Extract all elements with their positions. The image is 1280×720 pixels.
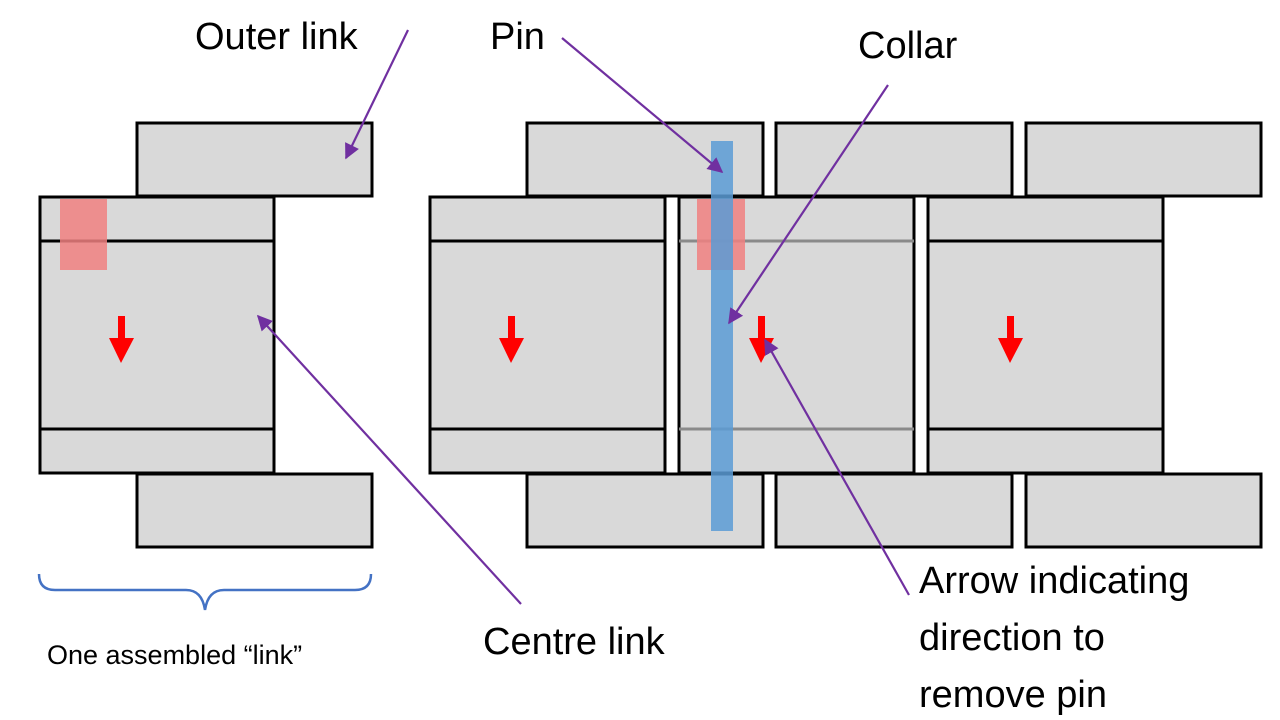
centre-link-with-pin <box>677 141 916 531</box>
arrow-label-line-1: Arrow indicating <box>919 560 1189 602</box>
outer-link-bottom <box>774 472 1014 549</box>
single-assembled-link <box>38 121 374 549</box>
collar-label: Collar <box>858 25 958 67</box>
outer-link-top <box>774 121 1014 198</box>
outer-link-bottom <box>1024 472 1263 549</box>
arrow-indicator-leader <box>764 338 910 596</box>
arrow-label-line-3: remove pin <box>919 674 1107 716</box>
centre-link-label: Centre link <box>483 621 666 663</box>
outer-link-top <box>135 121 374 198</box>
pin <box>711 141 733 531</box>
collar-leader <box>728 84 889 325</box>
outer-link-label: Outer link <box>195 16 359 58</box>
arrow-label-line-2: direction to <box>919 617 1105 659</box>
outer-link-top <box>1024 121 1263 198</box>
outer-link-leader <box>345 29 409 160</box>
centre-link-leader <box>256 314 522 605</box>
centre-link <box>926 195 1165 475</box>
link-chain <box>428 121 1263 549</box>
leader-lines <box>256 29 910 605</box>
pin-leader <box>561 37 724 173</box>
collar <box>60 199 107 270</box>
centre-link <box>428 195 667 475</box>
outer-link-bottom <box>135 472 374 549</box>
assembled-link-label: One assembled “link” <box>47 640 302 670</box>
pin-label: Pin <box>490 16 545 58</box>
assembled-link-brace <box>37 573 373 611</box>
direction-arrow <box>109 316 134 363</box>
